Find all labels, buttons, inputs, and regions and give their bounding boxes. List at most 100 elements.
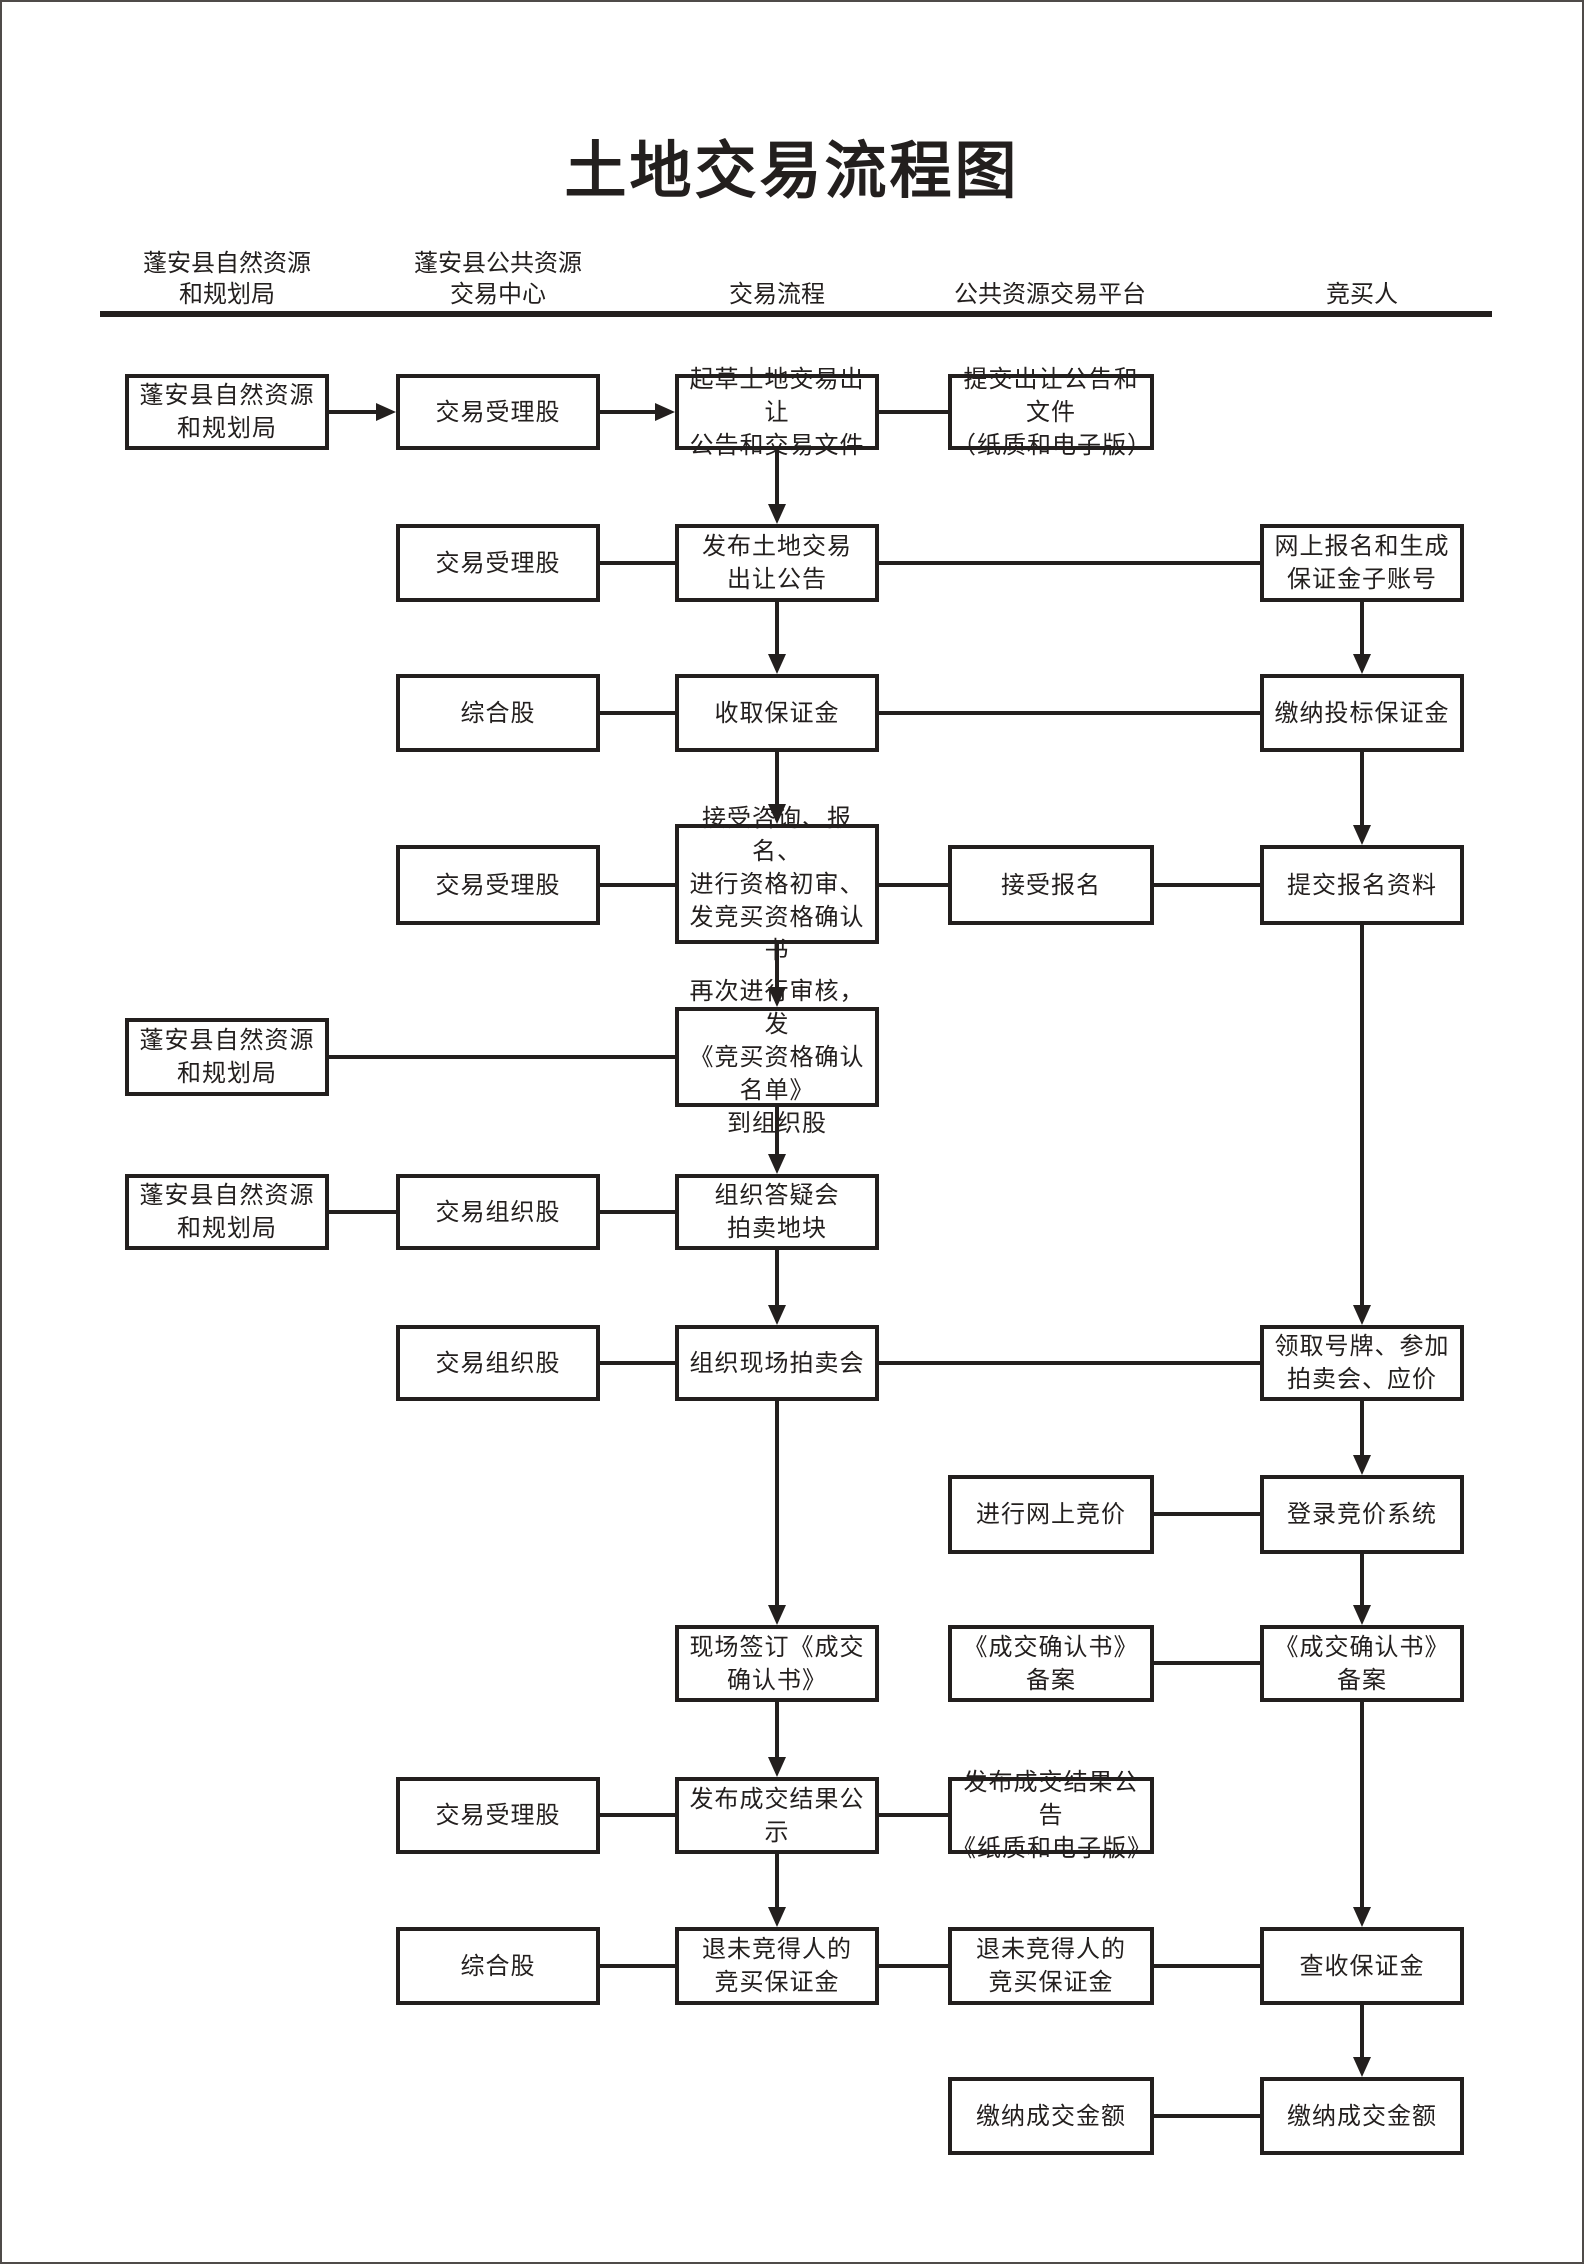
- node-general-section-2: 综合股: [396, 1927, 600, 2005]
- flow-line-h: [600, 1361, 675, 1365]
- flow-line-h: [1154, 2114, 1260, 2118]
- node-publish-announcement: 发布土地交易 出让公告: [675, 524, 879, 602]
- flow-line-h: [879, 410, 948, 414]
- node-acceptance-section-2: 交易受理股: [396, 524, 600, 602]
- arrowhead-down: [768, 987, 786, 1007]
- arrowhead-down: [768, 1154, 786, 1174]
- flow-line-h: [600, 1813, 675, 1817]
- node-accept-consultation-review: 接受咨询、报名、 进行资格初审、 发竞买资格确认书: [675, 805, 879, 964]
- node-pay-bid-deposit: 缴纳投标保证金: [1260, 674, 1464, 752]
- flow-line-h: [1154, 1661, 1260, 1665]
- node-acceptance-section-1: 交易受理股: [396, 374, 600, 450]
- flow-line-v: [775, 1702, 779, 1757]
- node-organization-section-1: 交易组织股: [396, 1174, 600, 1250]
- flow-line-h: [329, 410, 376, 414]
- flow-line-h: [1154, 1964, 1260, 1968]
- flow-line-h: [329, 1210, 396, 1214]
- node-refund-deposit-platform: 退未竞得人的 竞买保证金: [948, 1927, 1154, 2005]
- flow-line-h: [879, 561, 1260, 565]
- node-acceptance-section-4: 交易受理股: [396, 1777, 600, 1854]
- flow-line-v: [775, 1107, 779, 1154]
- arrowhead-down: [768, 1605, 786, 1625]
- node-confirmation-filing-platform: 《成交确认书》备案: [948, 1625, 1154, 1702]
- node-check-deposit: 查收保证金: [1260, 1927, 1464, 2005]
- flow-line-h: [879, 1813, 948, 1817]
- node-acceptance-section-3: 交易受理股: [396, 845, 600, 925]
- flow-line-v: [775, 944, 779, 987]
- arrowhead-down: [1353, 1455, 1371, 1475]
- flow-line-h: [1154, 883, 1260, 887]
- flow-line-v: [1360, 1401, 1364, 1455]
- node-draft-announcement: 起草土地交易出让 公告和交易文件: [675, 366, 879, 459]
- arrowhead-right: [655, 403, 675, 421]
- arrowhead-down: [768, 804, 786, 824]
- arrowhead-down: [1353, 1907, 1371, 1927]
- node-onsite-auction: 组织现场拍卖会: [675, 1325, 879, 1401]
- lane-header-natural-resources-bureau: 蓬安县自然资源 和规划局: [143, 250, 311, 308]
- node-natural-resources-bureau-1: 蓬安县自然资源 和规划局: [125, 374, 329, 450]
- arrowhead-down: [1353, 1605, 1371, 1625]
- node-natural-resources-bureau-3: 蓬安县自然资源 和规划局: [125, 1174, 329, 1250]
- node-confirmation-filing-bidder: 《成交确认书》备案: [1260, 1625, 1464, 1702]
- arrowhead-down: [768, 1757, 786, 1777]
- node-sign-confirmation: 现场签订《成交 确认书》: [675, 1625, 879, 1702]
- flow-line-v: [775, 602, 779, 654]
- arrowhead-down: [1353, 1305, 1371, 1325]
- arrowhead-down: [1353, 654, 1371, 674]
- flow-line-h: [600, 883, 675, 887]
- node-collect-deposit: 收取保证金: [675, 674, 879, 752]
- lane-header-separator: [100, 311, 1492, 317]
- arrowhead-down: [1353, 825, 1371, 845]
- node-publish-result-announcement: 发布成交结果公告 《纸质和电子版》: [948, 1769, 1154, 1862]
- node-second-review-list: 再次进行审核，发 《竞买资格确认名单》 到组织股: [675, 978, 879, 1137]
- flow-line-h: [600, 1210, 675, 1214]
- node-natural-resources-bureau-2: 蓬安县自然资源 和规划局: [125, 1018, 329, 1096]
- flow-line-h: [879, 1964, 948, 1968]
- arrowhead-right: [376, 403, 396, 421]
- node-login-bidding-system: 登录竞价系统: [1260, 1475, 1464, 1554]
- arrowhead-down: [768, 1305, 786, 1325]
- flow-line-v: [1360, 752, 1364, 825]
- arrowhead-down: [1353, 2057, 1371, 2077]
- flow-line-h: [600, 711, 675, 715]
- node-get-number-plate: 领取号牌、参加 拍卖会、应价: [1260, 1325, 1464, 1401]
- node-qa-meeting-auction-plot: 组织答疑会 拍卖地块: [675, 1174, 879, 1250]
- flow-line-v: [1360, 602, 1364, 654]
- node-pay-amount-bidder: 缴纳成交金额: [1260, 2077, 1464, 2155]
- node-online-bidding: 进行网上竞价: [948, 1475, 1154, 1554]
- lane-header-trading-center: 蓬安县公共资源 交易中心: [414, 250, 582, 308]
- node-publish-result: 发布成交结果公示: [675, 1777, 879, 1854]
- arrowhead-down: [768, 1907, 786, 1927]
- arrowhead-down: [768, 654, 786, 674]
- flow-line-h: [879, 711, 1260, 715]
- flow-line-h: [879, 1361, 1260, 1365]
- node-online-signup-account: 网上报名和生成 保证金子账号: [1260, 524, 1464, 602]
- node-organization-section-2: 交易组织股: [396, 1325, 600, 1401]
- lane-header-trading-platform: 公共资源交易平台: [954, 281, 1146, 308]
- node-refund-deposit-center: 退未竞得人的 竞买保证金: [675, 1927, 879, 2005]
- node-general-section-1: 综合股: [396, 674, 600, 752]
- flow-line-v: [775, 1854, 779, 1907]
- flow-line-v: [1360, 1554, 1364, 1605]
- flow-line-v: [775, 450, 779, 504]
- lane-header-bidder: 竞买人: [1326, 281, 1398, 308]
- node-submit-announcement-files: 提交出让公告和文件 （纸质和电子版）: [948, 366, 1154, 459]
- flow-line-v: [775, 1401, 779, 1605]
- flow-line-v: [1360, 1702, 1364, 1907]
- flow-line-h: [879, 883, 948, 887]
- flow-line-v: [1360, 2005, 1364, 2057]
- arrowhead-down: [768, 504, 786, 524]
- flow-line-h: [600, 561, 675, 565]
- node-pay-amount-platform: 缴纳成交金额: [948, 2077, 1154, 2155]
- flow-line-v: [775, 752, 779, 804]
- flow-line-h: [1154, 1512, 1260, 1516]
- node-accept-signup: 接受报名: [948, 845, 1154, 925]
- flow-line-h: [600, 410, 655, 414]
- flow-line-h: [600, 1964, 675, 1968]
- flow-line-v: [1360, 925, 1364, 1305]
- flow-line-h: [329, 1055, 675, 1059]
- page-title: 土地交易流程图: [564, 137, 1020, 206]
- node-submit-signup-materials: 提交报名资料: [1260, 845, 1464, 925]
- lane-header-transaction-process: 交易流程: [729, 281, 825, 308]
